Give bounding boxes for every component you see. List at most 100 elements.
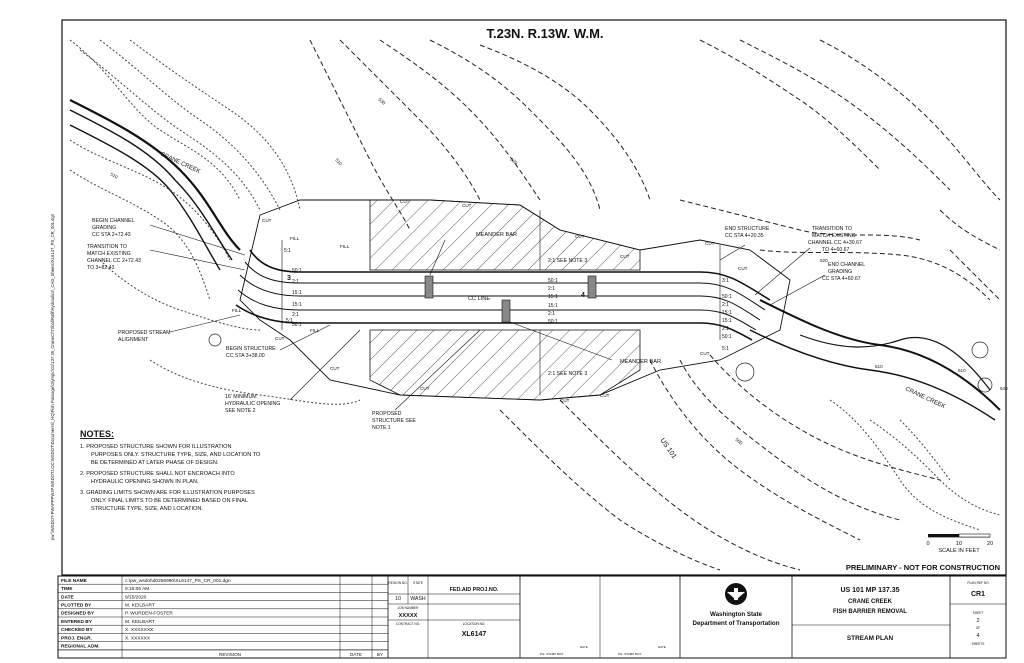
svg-text:10: 10 — [395, 596, 401, 602]
svg-text:CR1: CR1 — [971, 591, 985, 598]
svg-text:CUT: CUT — [700, 351, 710, 356]
svg-text:END CHANNEL: END CHANNEL — [828, 262, 865, 268]
title-block-value: 9/15/2020 — [125, 594, 147, 600]
svg-text:530: 530 — [377, 97, 386, 106]
svg-text:MATCH EXISTING: MATCH EXISTING — [812, 233, 856, 239]
svg-text:WASH: WASH — [410, 596, 426, 602]
svg-text:2:1 SEE NOTE 3: 2:1 SEE NOTE 3 — [548, 258, 587, 264]
svg-text:ONLY. FINAL LIMITS TO BE DETER: ONLY. FINAL LIMITS TO BE DETERMINED BASE… — [91, 498, 248, 504]
svg-text:50:1: 50:1 — [722, 294, 732, 300]
svg-text:MEANDER BAR: MEANDER BAR — [476, 232, 517, 238]
svg-text:500: 500 — [734, 437, 743, 446]
svg-text:2:1: 2:1 — [722, 326, 729, 332]
leaders — [149, 210, 826, 411]
svg-text:2:1: 2:1 — [292, 279, 299, 285]
svg-text:STRUCTURE TYPE, SIZE, AND LOCA: STRUCTURE TYPE, SIZE, AND LOCATION. — [91, 506, 203, 512]
svg-text:OF: OF — [976, 626, 980, 630]
svg-text:5:1: 5:1 — [286, 318, 293, 324]
svg-text:CUT: CUT — [462, 203, 472, 208]
svg-text:CC STA 4+20.35: CC STA 4+20.35 — [725, 233, 764, 239]
svg-text:Department of Transportation: Department of Transportation — [693, 620, 780, 627]
svg-text:CONTRACT NO.: CONTRACT NO. — [396, 622, 420, 626]
title-block-key: ENTERED BY — [61, 619, 93, 625]
svg-text:GRADING: GRADING — [92, 225, 116, 231]
svg-text:50:1: 50:1 — [548, 319, 558, 325]
structure-blocks — [424, 275, 597, 323]
svg-text:FED.AID PROJ.NO.: FED.AID PROJ.NO. — [450, 587, 499, 593]
svg-text:2:1: 2:1 — [722, 302, 729, 308]
svg-text:GRADING: GRADING — [828, 269, 852, 275]
svg-text:15:1: 15:1 — [548, 303, 558, 309]
svg-text:SCALE IN FEET: SCALE IN FEET — [938, 548, 980, 554]
svg-text:5:1: 5:1 — [722, 346, 729, 352]
svg-text:FILL: FILL — [310, 328, 320, 333]
svg-text:NOTES:: NOTES: — [80, 429, 114, 439]
svg-text:US 101 MP 137.35: US 101 MP 137.35 — [840, 587, 899, 594]
title-block-value: X. XXXXXX — [125, 635, 151, 641]
svg-text:15:1: 15:1 — [292, 290, 302, 296]
svg-text:P.E. STAMP BOX: P.E. STAMP BOX — [618, 652, 641, 656]
svg-text:540: 540 — [1000, 386, 1008, 391]
svg-text:CHANNEL CC 2+72.43: CHANNEL CC 2+72.43 — [87, 258, 141, 264]
terrain-contours — [69, 39, 1001, 571]
svg-text:CUT: CUT — [738, 266, 748, 271]
svg-text:CUT: CUT — [705, 241, 715, 246]
scale-bar: 0 10 20 SCALE IN FEET — [926, 533, 993, 554]
svg-text:FISH BARRIER REMOVAL: FISH BARRIER REMOVAL — [833, 609, 907, 615]
svg-text:2:1: 2:1 — [292, 312, 299, 318]
svg-text:15:1: 15:1 — [722, 310, 732, 316]
svg-text:CC STA 2+72.43: CC STA 2+72.43 — [92, 232, 131, 238]
svg-text:520: 520 — [509, 157, 518, 166]
svg-text:2:1: 2:1 — [548, 286, 555, 292]
svg-text:1. PROPOSED STRUCTURE SHOWN: 1. PROPOSED STRUCTURE SHOWN FOR ILLUSTRA… — [80, 444, 232, 450]
svg-text:DATE: DATE — [580, 645, 588, 649]
svg-text:50:1: 50:1 — [292, 322, 302, 328]
downstream-stream — [749, 299, 1001, 421]
title-block-key: FILE NAME — [61, 578, 88, 584]
svg-text:FILL: FILL — [290, 236, 300, 241]
svg-text:DATE: DATE — [350, 652, 362, 657]
svg-text:MEANDER BAR: MEANDER BAR — [620, 359, 661, 365]
svg-text:TRANSITION TO: TRANSITION TO — [812, 226, 852, 232]
svg-text:TO 3+82.43: TO 3+82.43 — [87, 265, 115, 271]
svg-text:TO 4+60.67: TO 4+60.67 — [822, 247, 850, 253]
svg-text:50:1: 50:1 — [722, 334, 732, 340]
notes-block: NOTES: 1. PROPOSED STRUCTURE SHOWN FOR I… — [80, 429, 261, 512]
preliminary-status: PRELIMINARY - NOT FOR CONSTRUCTION — [846, 563, 1000, 572]
plan-labels: CRANE CREEK CRANE CREEK BEGIN CHANNEL GR… — [87, 97, 1008, 460]
svg-text:SEE NOTE 2: SEE NOTE 2 — [225, 408, 256, 414]
svg-text:HYDRAULIC OPENING: HYDRAULIC OPENING — [225, 401, 280, 407]
svg-text:XXXXX: XXXXX — [399, 613, 418, 619]
svg-text:NOTE 1: NOTE 1 — [372, 425, 391, 431]
svg-text:CUT: CUT — [400, 199, 410, 204]
title-block-value: 9:16:06 AM — [125, 586, 149, 592]
svg-text:CRANE CREEK: CRANE CREEK — [848, 599, 893, 605]
svg-text:CC STA 3+38.00: CC STA 3+38.00 — [226, 353, 265, 359]
svg-text:CUT: CUT — [330, 366, 340, 371]
svg-text:BEGIN CHANNEL: BEGIN CHANNEL — [92, 218, 134, 224]
title-block-key: PLOTTED BY — [61, 603, 92, 609]
svg-text:16' MINIMUM: 16' MINIMUM — [225, 394, 257, 400]
drawing-border — [61, 19, 1007, 576]
svg-text:FILL: FILL — [232, 308, 242, 313]
svg-text:5:1: 5:1 — [284, 248, 291, 254]
svg-text:4: 4 — [977, 633, 980, 639]
svg-text:PROPOSED: PROPOSED — [372, 411, 402, 417]
svg-text:SHEETS: SHEETS — [972, 642, 985, 646]
svg-text:US 101: US 101 — [658, 437, 677, 460]
title-block-value: c:\pw_wsdot\d0256990\XL6147_PS_CR_001.dg… — [125, 578, 231, 584]
svg-text:BEGIN STRUCTURE: BEGIN STRUCTURE — [226, 346, 276, 352]
svg-text:P.E. STAMP BOX: P.E. STAMP BOX — [540, 652, 563, 656]
title-block-value: X. XXXXXXX — [125, 627, 154, 633]
svg-text:CUT: CUT — [420, 386, 430, 391]
svg-text:15:1: 15:1 — [548, 294, 558, 300]
title-block-key: DESIGNED BY — [61, 611, 95, 617]
svg-text:520: 520 — [820, 258, 828, 263]
svg-text:STATE: STATE — [413, 581, 423, 585]
svg-text:CUT: CUT — [620, 254, 630, 259]
svg-text:3: 3 — [287, 275, 291, 282]
svg-text:50:1: 50:1 — [292, 268, 302, 274]
svg-text:CUT: CUT — [275, 336, 285, 341]
svg-text:3. GRADING LIMITS SHOWN ARE: 3. GRADING LIMITS SHOWN ARE FOR ILLUSTRA… — [80, 490, 255, 496]
svg-text:15:1: 15:1 — [722, 318, 732, 324]
